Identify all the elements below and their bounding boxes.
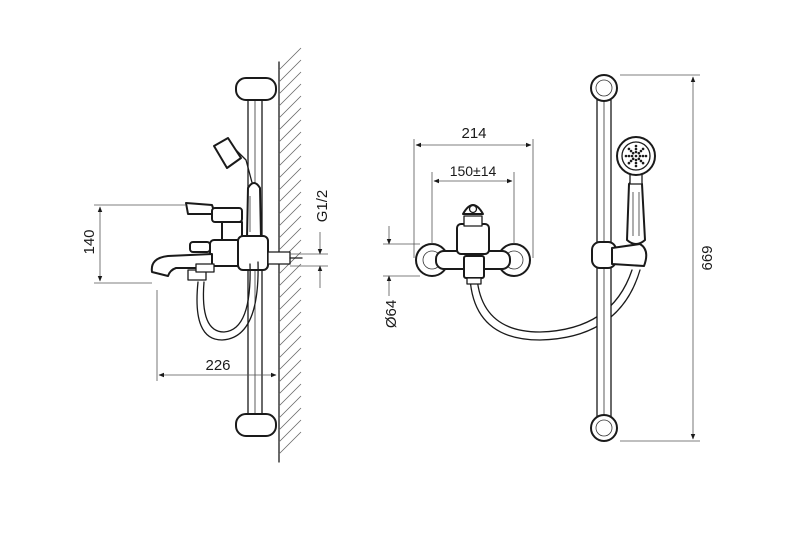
dim-140: 140 bbox=[81, 204, 186, 284]
nozzle-dot bbox=[637, 157, 641, 161]
shower-nozzles bbox=[624, 144, 648, 168]
hatch-line bbox=[278, 119, 302, 143]
side-view: 140 226 G1/2 bbox=[81, 47, 331, 463]
lever-and-spout-side bbox=[150, 241, 215, 281]
hose-side bbox=[196, 261, 259, 341]
nozzle-dot bbox=[631, 157, 635, 161]
nozzle-dot bbox=[641, 147, 645, 151]
hatch-line bbox=[278, 419, 302, 443]
mixer-body-side bbox=[209, 235, 303, 271]
hatch-line bbox=[278, 83, 302, 107]
dim-140-label: 140 bbox=[81, 229, 98, 254]
dim-226: 226 bbox=[156, 290, 277, 381]
dim-150-label: 150±14 bbox=[450, 163, 497, 179]
nozzle-dot bbox=[629, 149, 633, 153]
dim-214-label: 214 bbox=[461, 125, 486, 142]
nozzle-dot bbox=[638, 154, 642, 158]
dim-g12: G1/2 bbox=[290, 190, 331, 288]
hatch-line bbox=[278, 71, 302, 95]
dim-669-label: 669 bbox=[699, 245, 716, 270]
nozzle-dot bbox=[639, 149, 643, 153]
nozzle-dot bbox=[629, 159, 633, 163]
nozzle-dot bbox=[634, 150, 638, 154]
hatch-line bbox=[278, 95, 302, 119]
hatch-line bbox=[278, 335, 302, 359]
nozzle-dot bbox=[624, 154, 628, 158]
nozzle-dot bbox=[627, 147, 631, 151]
hatch-line bbox=[278, 47, 302, 71]
hatch-line bbox=[278, 107, 302, 131]
nozzle-dot bbox=[639, 159, 643, 163]
nozzle-dot bbox=[627, 161, 631, 165]
wall bbox=[278, 47, 302, 463]
nozzle-dot bbox=[634, 158, 638, 162]
hatch-line bbox=[278, 155, 302, 179]
front-view: 214 150±14 Ø64 bbox=[383, 74, 716, 442]
dim-669: 669 bbox=[620, 74, 716, 442]
hatch-line bbox=[278, 431, 302, 455]
hatch-line bbox=[278, 323, 302, 347]
shower-holder-slider bbox=[591, 241, 648, 269]
hatch-line bbox=[278, 263, 302, 287]
dim-64: Ø64 bbox=[383, 226, 420, 328]
hatch-line bbox=[278, 407, 302, 431]
nozzle-dot bbox=[637, 151, 641, 155]
dim-64-label: Ø64 bbox=[383, 300, 400, 328]
hatch-line bbox=[278, 359, 302, 383]
hatch-line bbox=[278, 371, 302, 395]
hatch-line bbox=[278, 131, 302, 155]
hatch-line bbox=[278, 167, 302, 191]
nozzle-dot bbox=[641, 154, 645, 158]
hatch-line bbox=[278, 383, 302, 407]
nozzle-dot bbox=[627, 154, 631, 158]
wall-hatching bbox=[278, 47, 302, 455]
hatch-line bbox=[278, 395, 302, 419]
nozzle-dot bbox=[634, 147, 638, 151]
mixer-body-front bbox=[435, 204, 511, 285]
hatch-line bbox=[278, 215, 302, 239]
hatch-line bbox=[278, 287, 302, 311]
hatch-line bbox=[278, 203, 302, 227]
hand-shower-front bbox=[616, 136, 656, 245]
diverter-handle-side bbox=[185, 202, 243, 245]
dim-226-label: 226 bbox=[205, 357, 230, 374]
nozzle-dot bbox=[641, 161, 645, 165]
hose-front bbox=[469, 269, 641, 341]
hatch-line bbox=[278, 179, 302, 203]
hatch-line bbox=[278, 59, 302, 83]
nozzle-dot bbox=[634, 154, 638, 158]
nozzle-dot bbox=[644, 154, 648, 158]
hatch-line bbox=[278, 311, 302, 335]
nozzle-dot bbox=[634, 144, 638, 148]
hatch-line bbox=[278, 299, 302, 323]
nozzle-dot bbox=[630, 154, 634, 158]
hatch-line bbox=[278, 143, 302, 167]
hatch-line bbox=[278, 227, 302, 251]
nozzle-dot bbox=[634, 161, 638, 165]
dim-150: 150±14 bbox=[431, 163, 515, 244]
nozzle-dot bbox=[634, 164, 638, 168]
hatch-line bbox=[278, 347, 302, 371]
slide-rail bbox=[235, 77, 277, 437]
nozzle-dot bbox=[631, 151, 635, 155]
hatch-line bbox=[278, 275, 302, 299]
hatch-line bbox=[278, 191, 302, 215]
dim-g12-label: G1/2 bbox=[314, 190, 331, 223]
dim-214: 214 bbox=[413, 125, 534, 258]
